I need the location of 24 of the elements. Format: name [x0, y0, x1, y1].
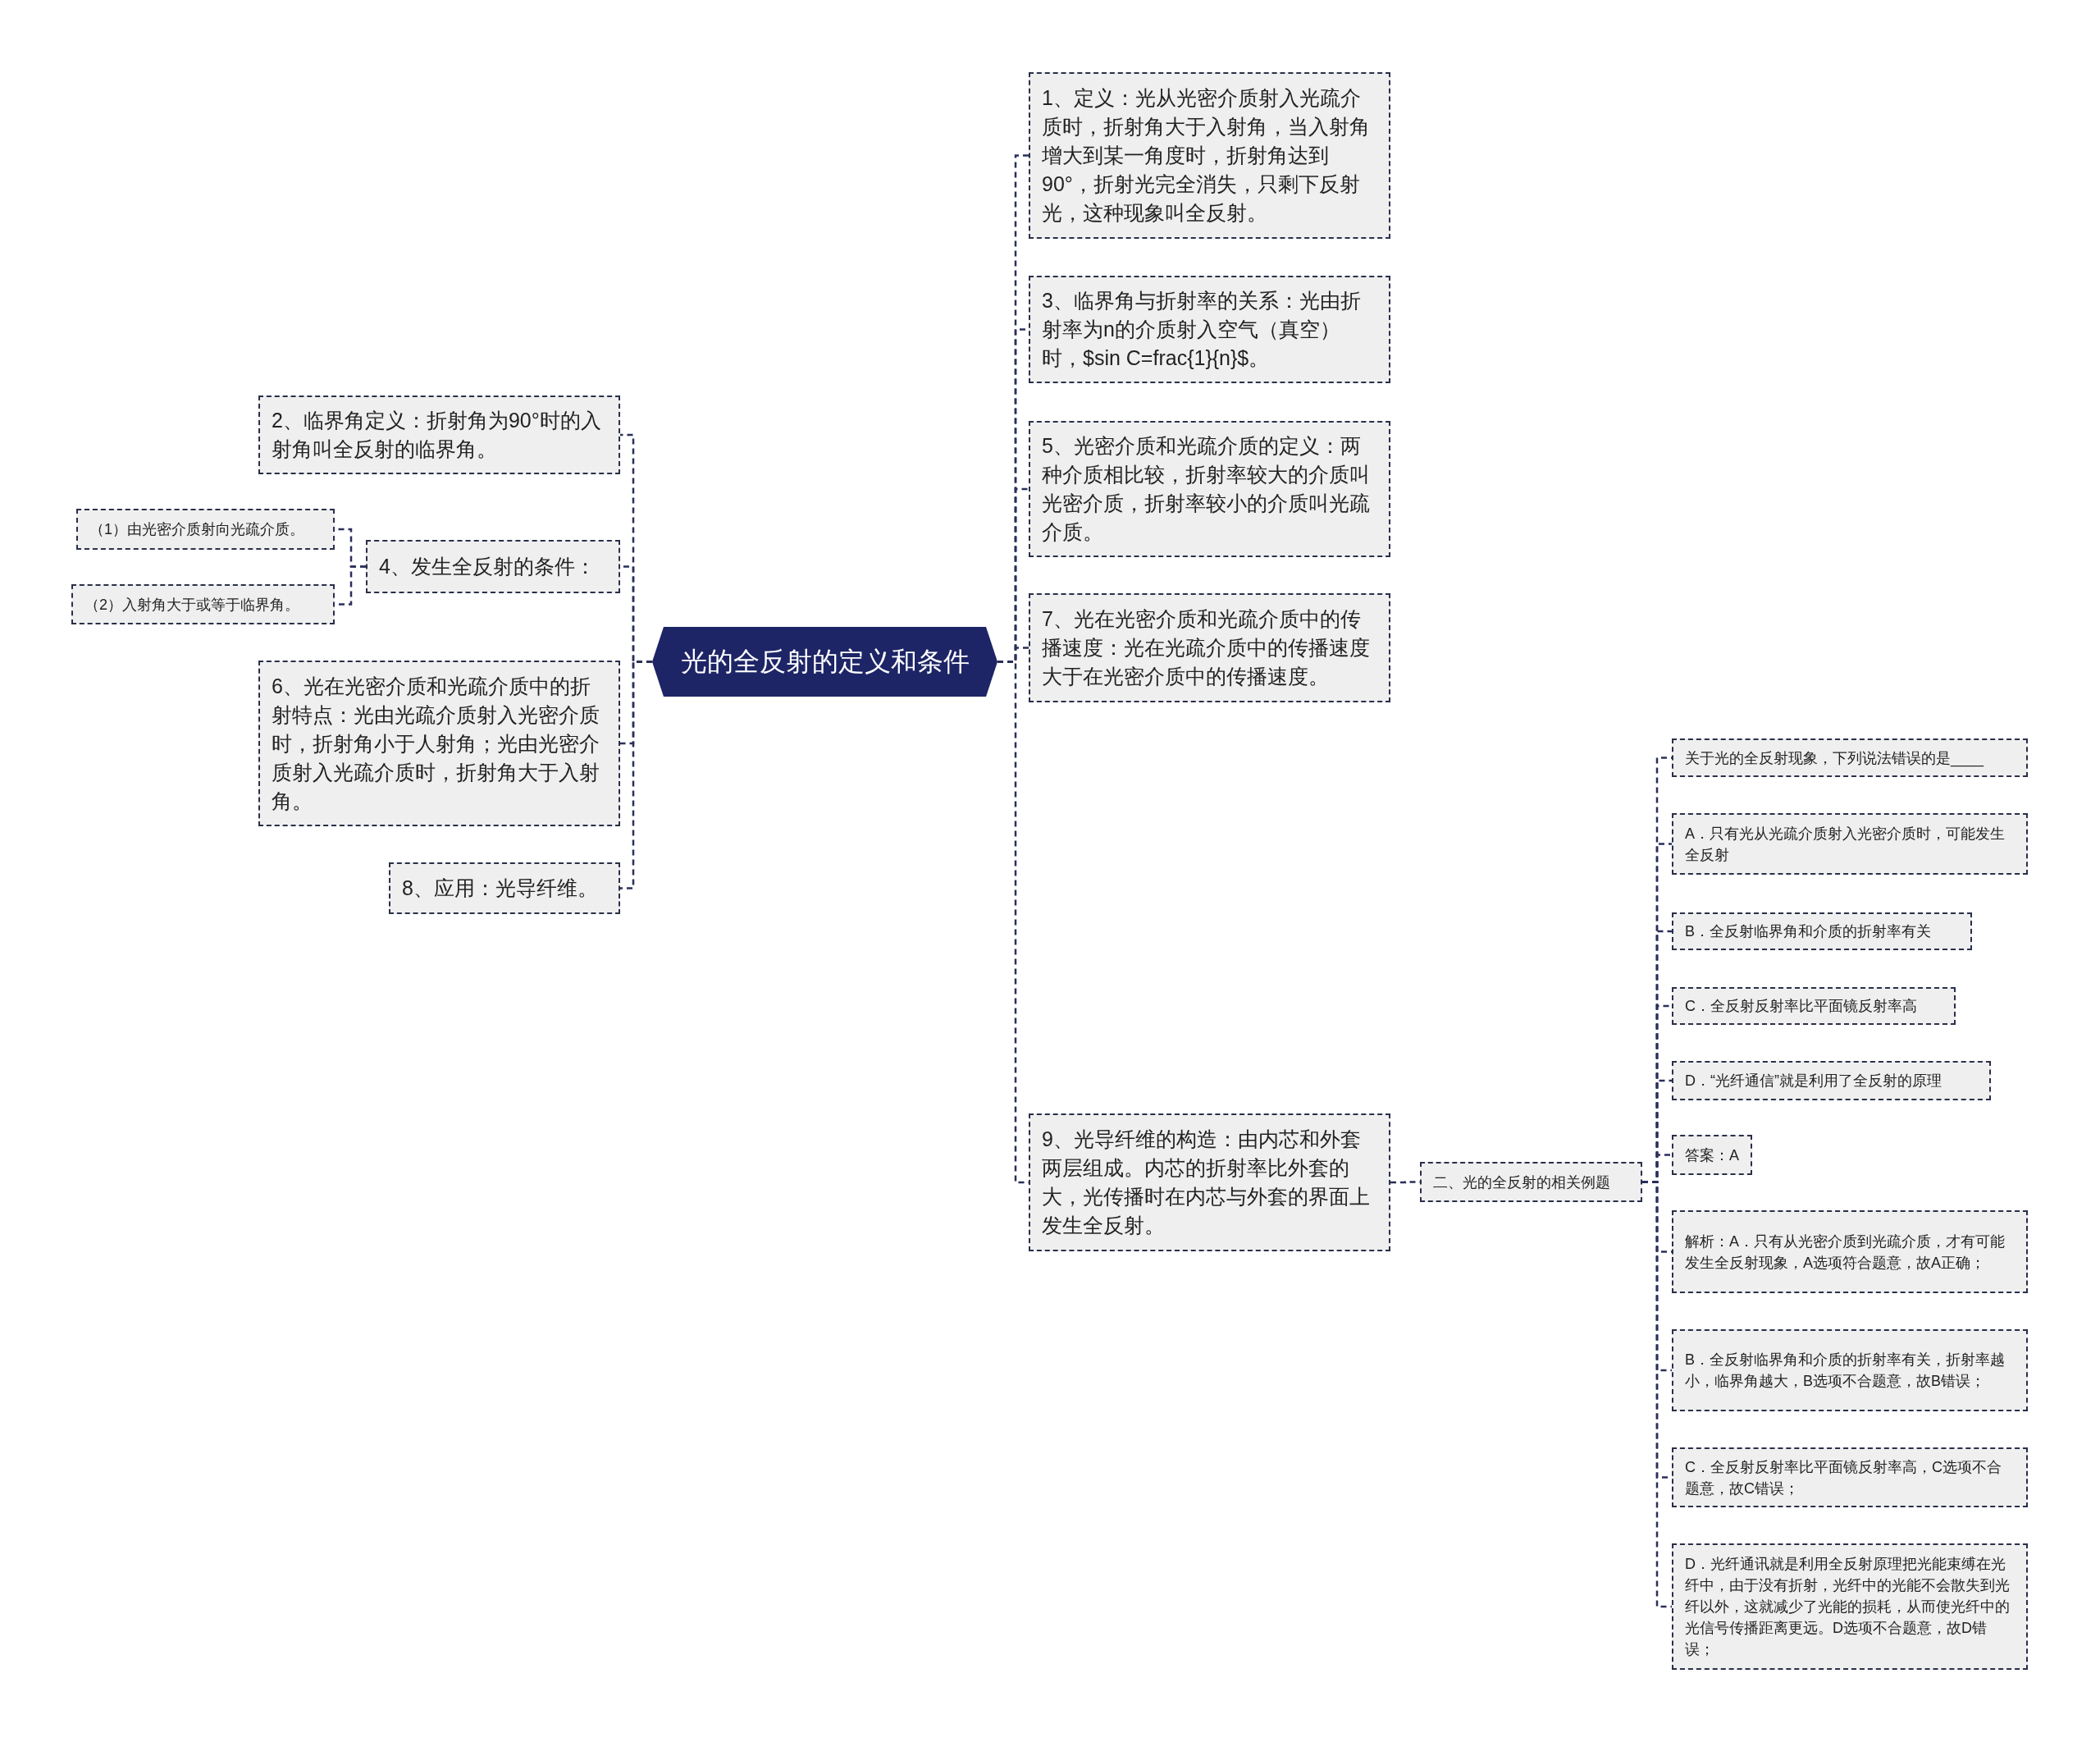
topic-card: C．全反射反射率比平面镜反射率高，C选项不合题意，故C错误；	[1672, 1447, 2028, 1507]
topic-card: 8、应用：光导纤维。	[389, 862, 620, 914]
connector-line	[620, 661, 652, 889]
topic-card: 3、临界角与折射率的关系：光由折射率为n的介质射入空气（真空）时，$sin C=frac{1}{n}$。	[1029, 276, 1390, 383]
topic-card: C．全反射反射率比平面镜反射率高	[1672, 987, 1956, 1025]
topic-card: 解析：A．只有从光密介质到光疏介质，才有可能发生全反射现象，A选项符合题意，故A正确；	[1672, 1210, 2028, 1293]
topic-card: B．全反射临界角和介质的折射率有关	[1672, 912, 1972, 950]
central-topic: 光的全反射的定义和条件	[652, 627, 998, 697]
topic-card: 6、光在光密介质和光疏介质中的折射特点：光由光疏介质射入光密介质时，折射角小于人射角；光由光密介质射入光疏介质时，折射角大于入射角。	[258, 661, 620, 826]
topic-card: 二、光的全反射的相关例题	[1420, 1162, 1642, 1202]
topic-card: 关于光的全反射现象，下列说法错误的是____	[1672, 738, 2028, 777]
topic-card: D．“光纤通信”就是利用了全反射的原理	[1672, 1061, 1991, 1100]
topic-card: （2）入射角大于或等于临界角。	[71, 584, 335, 624]
topic-card: 2、临界角定义：折射角为90°时的入射角叫全反射的临界角。	[258, 395, 620, 474]
topic-card: A．只有光从光疏介质射入光密介质时，可能发生全反射	[1672, 813, 2028, 875]
topic-card: B．全反射临界角和介质的折射率有关，折射率越小，临界角越大，B选项不合题意，故B错误；	[1672, 1329, 2028, 1411]
topic-card: 7、光在光密介质和光疏介质中的传播速度：光在光疏介质中的传播速度大于在光密介质中的传播速度。	[1029, 593, 1390, 702]
topic-card: 4、发生全反射的条件：	[366, 540, 620, 593]
topic-card: 1、定义：光从光密介质射入光疏介质时，折射角大于入射角，当入射角增大到某一角度时，折射角达到90°，折射光完全消失，只剩下反射光，这种现象叫全反射。	[1029, 72, 1390, 239]
topic-card: 答案：A	[1672, 1135, 1752, 1175]
topic-card: D．光纤通讯就是利用全反射原理把光能束缚在光纤中，由于没有折射，光纤中的光能不会散失到光纤以外，这就减少了光能的损耗，从而使光纤中的光信号传播距离更远。D选项不合题意，故D错误；	[1672, 1543, 2028, 1670]
topic-card: 5、光密介质和光疏介质的定义：两种介质相比较，折射率较大的介质叫光密介质，折射率较小的介质叫光疏介质。	[1029, 421, 1390, 557]
topic-card: 9、光导纤维的构造：由内芯和外套两层组成。内芯的折射率比外套的大，光传播时在内芯与外套的界面上发生全反射。	[1029, 1113, 1390, 1251]
topic-card: （1）由光密介质射向光疏介质。	[76, 509, 335, 550]
